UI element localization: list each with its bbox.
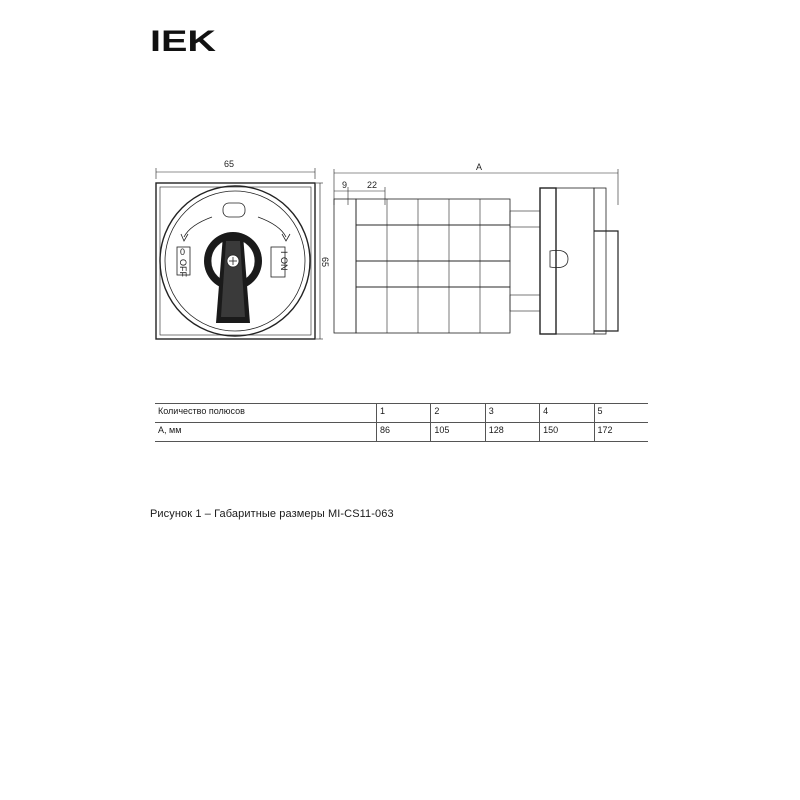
dimension-drawing: 65 65 A 9 22 0 OFF I ON: [155, 159, 619, 340]
table-cell: 150: [539, 422, 595, 442]
table-cell: 5: [593, 403, 648, 423]
table-cell: 1: [375, 403, 431, 423]
table-cell: 128: [484, 422, 540, 442]
side-view: [333, 169, 619, 335]
offset-dimension-1: 9: [342, 180, 347, 190]
offset-dimension-2: 22: [367, 180, 377, 190]
logo-text: IEK: [150, 26, 216, 54]
dimensions-table: Количество полюсов 1 2 3 4 5 A, мм 86 10…: [155, 403, 648, 442]
height-dimension-label: 65: [320, 257, 330, 267]
iek-logo: IEK: [150, 26, 216, 54]
table-row: A, мм 86 105 128 150 172: [155, 422, 648, 442]
table-cell: 86: [375, 422, 431, 442]
table-cell: 172: [593, 422, 648, 442]
front-view: [155, 168, 316, 340]
one-label: I: [279, 251, 289, 254]
length-dimension-label: A: [476, 162, 482, 172]
table-row: Количество полюсов 1 2 3 4 5: [155, 403, 648, 423]
table-header-cell: Количество полюсов: [155, 403, 377, 423]
table-cell: 4: [539, 403, 595, 423]
table-cell: 2: [430, 403, 486, 423]
off-label: OFF: [178, 259, 188, 277]
on-label: ON: [279, 257, 289, 271]
figure-caption: Рисунок 1 – Габаритные размеры MI-CS11-0…: [150, 508, 394, 520]
zero-label: 0: [180, 247, 185, 257]
table-header-cell: A, мм: [155, 422, 377, 442]
width-dimension-label: 65: [224, 159, 234, 169]
table-cell: 3: [484, 403, 540, 423]
table-cell: 105: [430, 422, 486, 442]
